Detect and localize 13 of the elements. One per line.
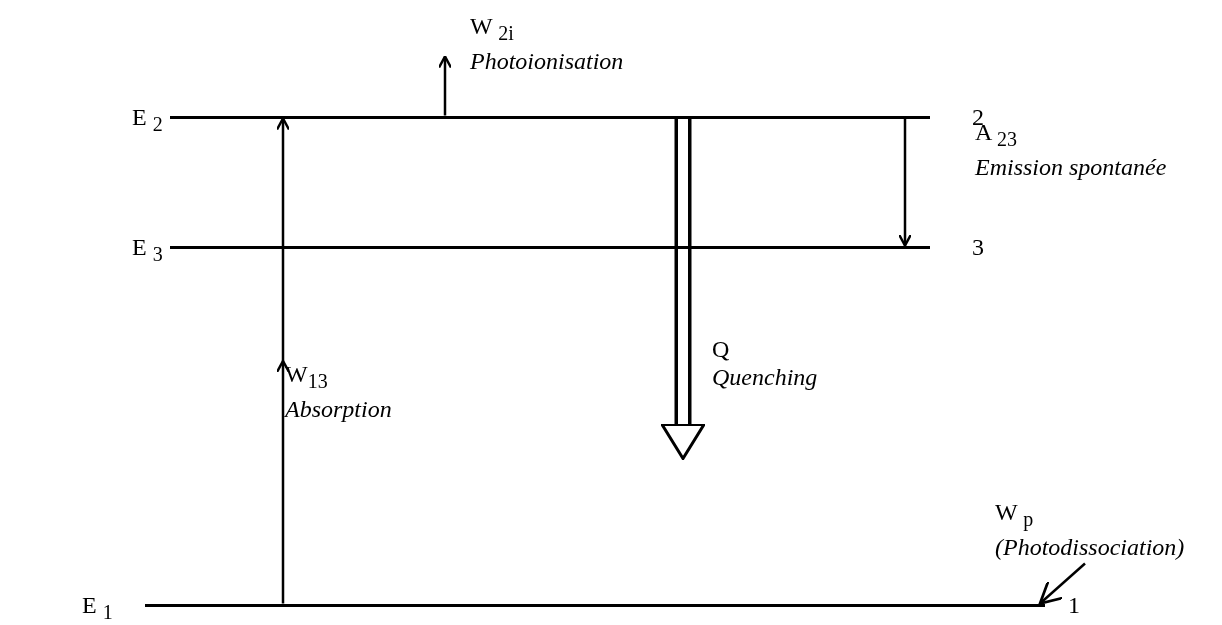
edge-label: Q Quenching	[712, 335, 818, 391]
double-arrow	[660, 118, 706, 460]
level-number: 3	[972, 233, 984, 262]
level-number: 1	[1068, 591, 1080, 620]
arrow	[277, 118, 289, 604]
arrow	[897, 118, 913, 247]
edge-label: W $_{2i}$ Photoionisation	[470, 12, 624, 75]
arrow	[437, 55, 453, 116]
edge-label: W $_{p}$ (Photodissociation)	[995, 498, 1185, 561]
level-label: E $_{3}$	[132, 233, 163, 267]
level-label: E $_{1}$	[82, 591, 113, 625]
level-label: E $_{2}$	[132, 103, 163, 137]
arrow	[1038, 562, 1086, 605]
